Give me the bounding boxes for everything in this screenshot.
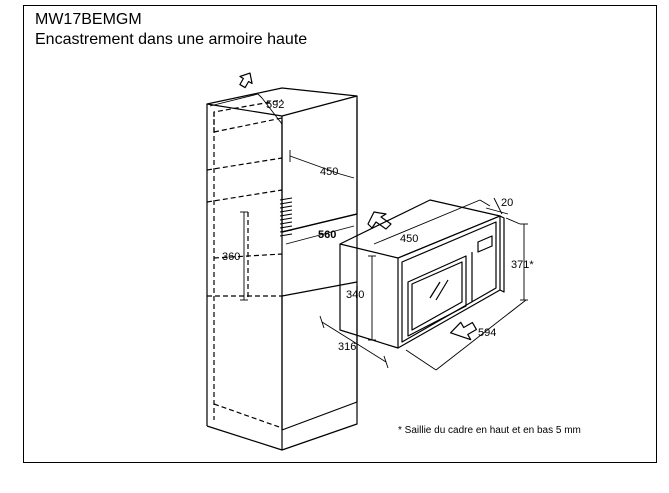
- dim-oven-frame: [485, 197, 509, 215]
- model-title: MW17BEMGM: [35, 11, 142, 28]
- dim-cabinet-width: [209, 93, 283, 125]
- dim-niche-depth: [289, 150, 355, 179]
- dim-niche-width: [285, 225, 355, 245]
- label-niche-depth: 450: [320, 166, 338, 178]
- dim-oven-height-body: [368, 255, 376, 341]
- installation-subtitle: Encastrement dans une armoire haute: [35, 31, 308, 48]
- label-oven-depth-body: 316: [338, 341, 356, 353]
- microwave-oven: [339, 199, 505, 349]
- label-oven-frame: 20: [501, 197, 513, 209]
- label-cabinet-width: 592: [266, 99, 284, 111]
- dim-niche-height: [240, 211, 248, 301]
- label-oven-height-total: 371*: [511, 259, 534, 271]
- diagram-frame: [23, 5, 657, 463]
- vent-grille: [279, 197, 293, 237]
- label-oven-depth: 450: [400, 233, 418, 245]
- dim-oven-depth: [373, 199, 491, 245]
- label-niche-height: 360: [222, 251, 240, 263]
- label-niche-width: 560: [318, 229, 336, 241]
- footnote: * Saillie du cadre en haut et en bas 5 m…: [398, 425, 581, 436]
- vent-up-arrow-icon: [239, 72, 253, 89]
- label-oven-height-body: 340: [346, 289, 364, 301]
- push-arrow-icon: [450, 321, 477, 341]
- tall-cabinet: [206, 87, 358, 451]
- dim-oven-width: [405, 299, 527, 371]
- dim-oven-height-total: [505, 217, 528, 301]
- label-oven-width: 594: [478, 327, 496, 339]
- dim-oven-depth-body: [319, 315, 389, 369]
- insert-arrow-icon: [367, 211, 392, 230]
